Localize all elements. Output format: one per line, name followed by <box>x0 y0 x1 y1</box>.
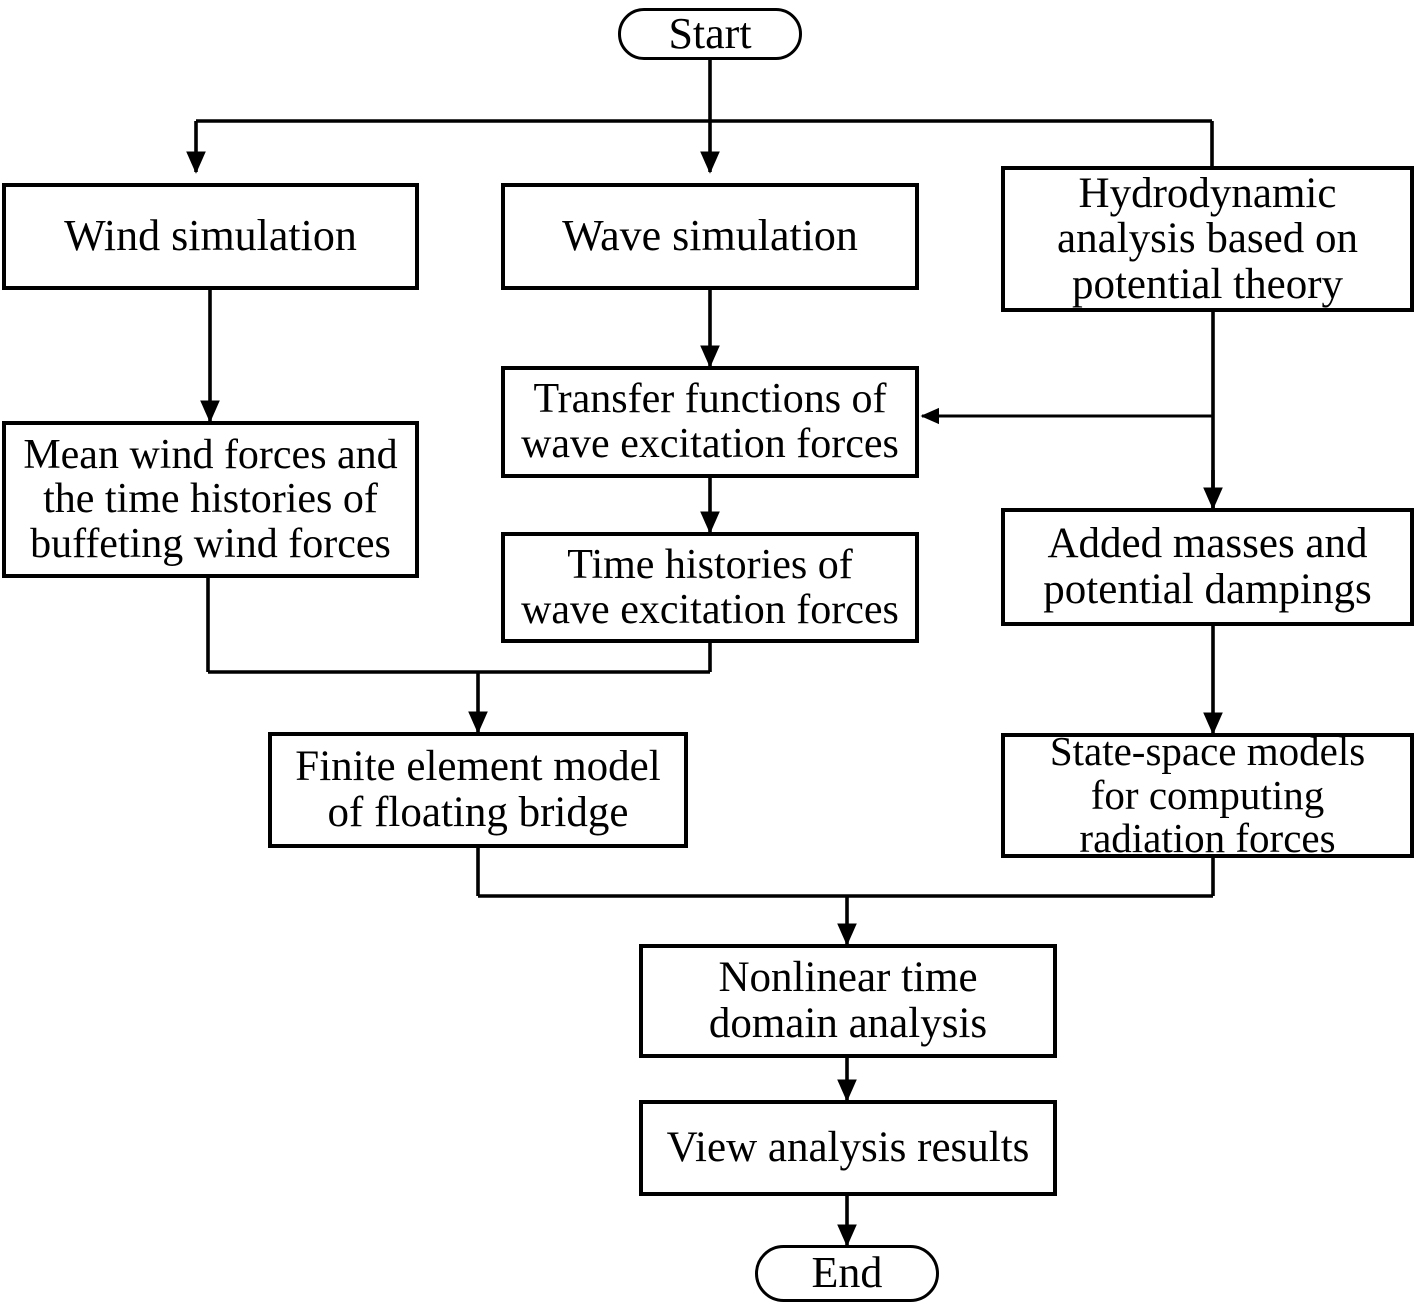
node-finite-element-model[interactable]: Finite element model of floating bridge <box>268 732 688 848</box>
node-wind-simulation[interactable]: Wind simulation <box>2 183 419 290</box>
node-hydrodynamic-analysis[interactable]: Hydrodynamic analysis based on potential… <box>1001 166 1414 312</box>
node-start[interactable]: Start <box>618 8 802 60</box>
node-start-label: Start <box>668 8 752 58</box>
node-mean-wind-forces-label: Mean wind forces and the time histories … <box>23 431 398 567</box>
node-state-space-models[interactable]: State-space models for computing radiati… <box>1001 728 1414 862</box>
node-nonlinear-analysis[interactable]: Nonlinear time domain analysis <box>639 944 1057 1058</box>
node-finite-element-model-label: Finite element model of floating bridge <box>295 743 661 836</box>
node-time-histories-wave[interactable]: Time histories of wave excitation forces <box>501 532 919 643</box>
node-mean-wind-forces[interactable]: Mean wind forces and the time histories … <box>2 421 419 578</box>
node-end-label: End <box>811 1248 883 1298</box>
node-transfer-functions[interactable]: Transfer functions of wave excitation fo… <box>501 366 919 478</box>
node-wave-simulation[interactable]: Wave simulation <box>501 183 919 290</box>
node-added-masses-label: Added masses and potential dampings <box>1043 520 1372 613</box>
node-nonlinear-analysis-label: Nonlinear time domain analysis <box>708 954 988 1047</box>
node-transfer-functions-label: Transfer functions of wave excitation fo… <box>521 376 899 467</box>
node-wind-simulation-label: Wind simulation <box>64 211 357 261</box>
node-state-space-models-label: State-space models for computing radiati… <box>1049 728 1366 862</box>
node-view-results-label: View analysis results <box>666 1124 1030 1172</box>
node-added-masses[interactable]: Added masses and potential dampings <box>1001 508 1414 626</box>
node-time-histories-wave-label: Time histories of wave excitation forces <box>521 541 899 633</box>
node-hydrodynamic-analysis-label: Hydrodynamic analysis based on potential… <box>1057 169 1358 308</box>
node-end[interactable]: End <box>755 1245 939 1302</box>
node-view-results[interactable]: View analysis results <box>639 1100 1057 1196</box>
node-wave-simulation-label: Wave simulation <box>562 211 858 261</box>
